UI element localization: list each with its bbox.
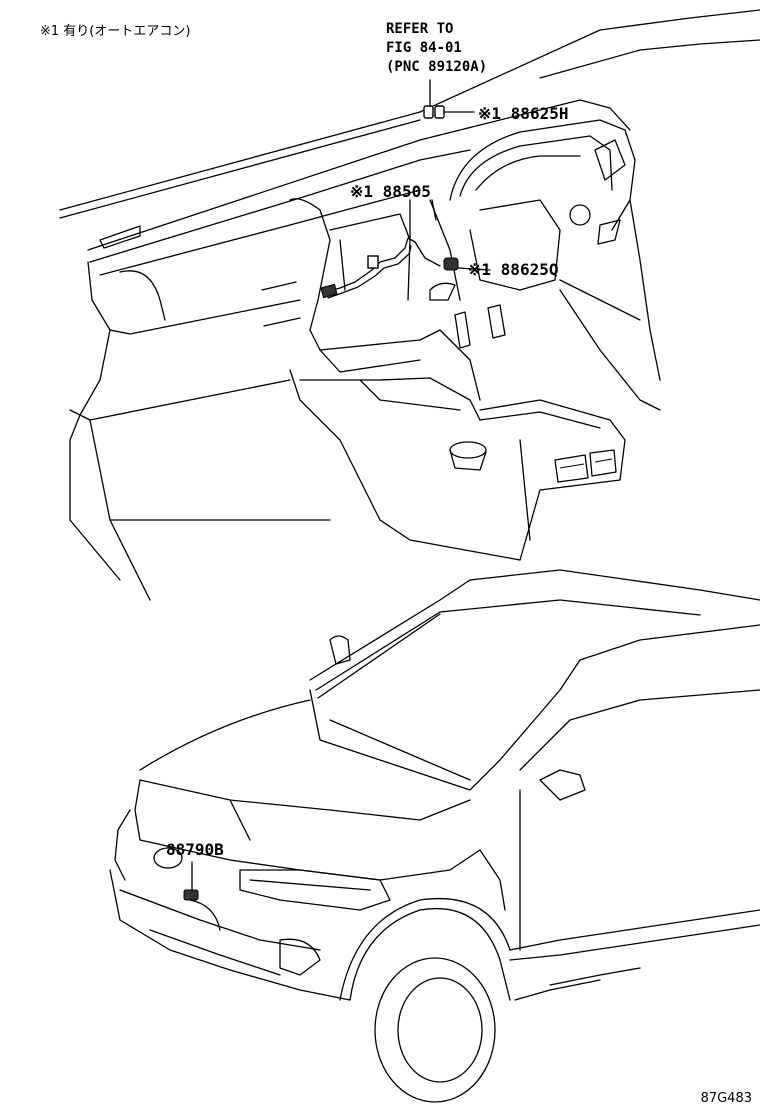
connector-88505-mid: [367, 255, 379, 269]
callout-88625Q[interactable]: ※1 88625Q: [468, 260, 559, 279]
connector-88505-end: [320, 283, 338, 299]
reference-line-2: FIG 84-01: [386, 40, 462, 56]
footnote-auto-aircon: ※1 有り(オートエアコン): [40, 24, 191, 39]
sensor-88790B-part: [183, 889, 199, 901]
reference-line-1: REFER TO: [386, 21, 454, 37]
reference-line-3: (PNC 89120A): [386, 59, 488, 75]
dashboard-illustration: [59, 9, 760, 601]
figure-id: 87G483: [700, 1091, 752, 1106]
sensor-88625H-part: [423, 105, 434, 119]
parts-dashboard: [320, 79, 491, 301]
reference-note: REFER TO FIG 84-01 (PNC 89120A): [386, 20, 487, 77]
sensor-88625H-part-b: [434, 105, 445, 119]
sensor-88625Q-part: [443, 257, 459, 271]
vehicle-illustration: [109, 569, 760, 1103]
callout-88505[interactable]: ※1 88505: [350, 182, 431, 201]
